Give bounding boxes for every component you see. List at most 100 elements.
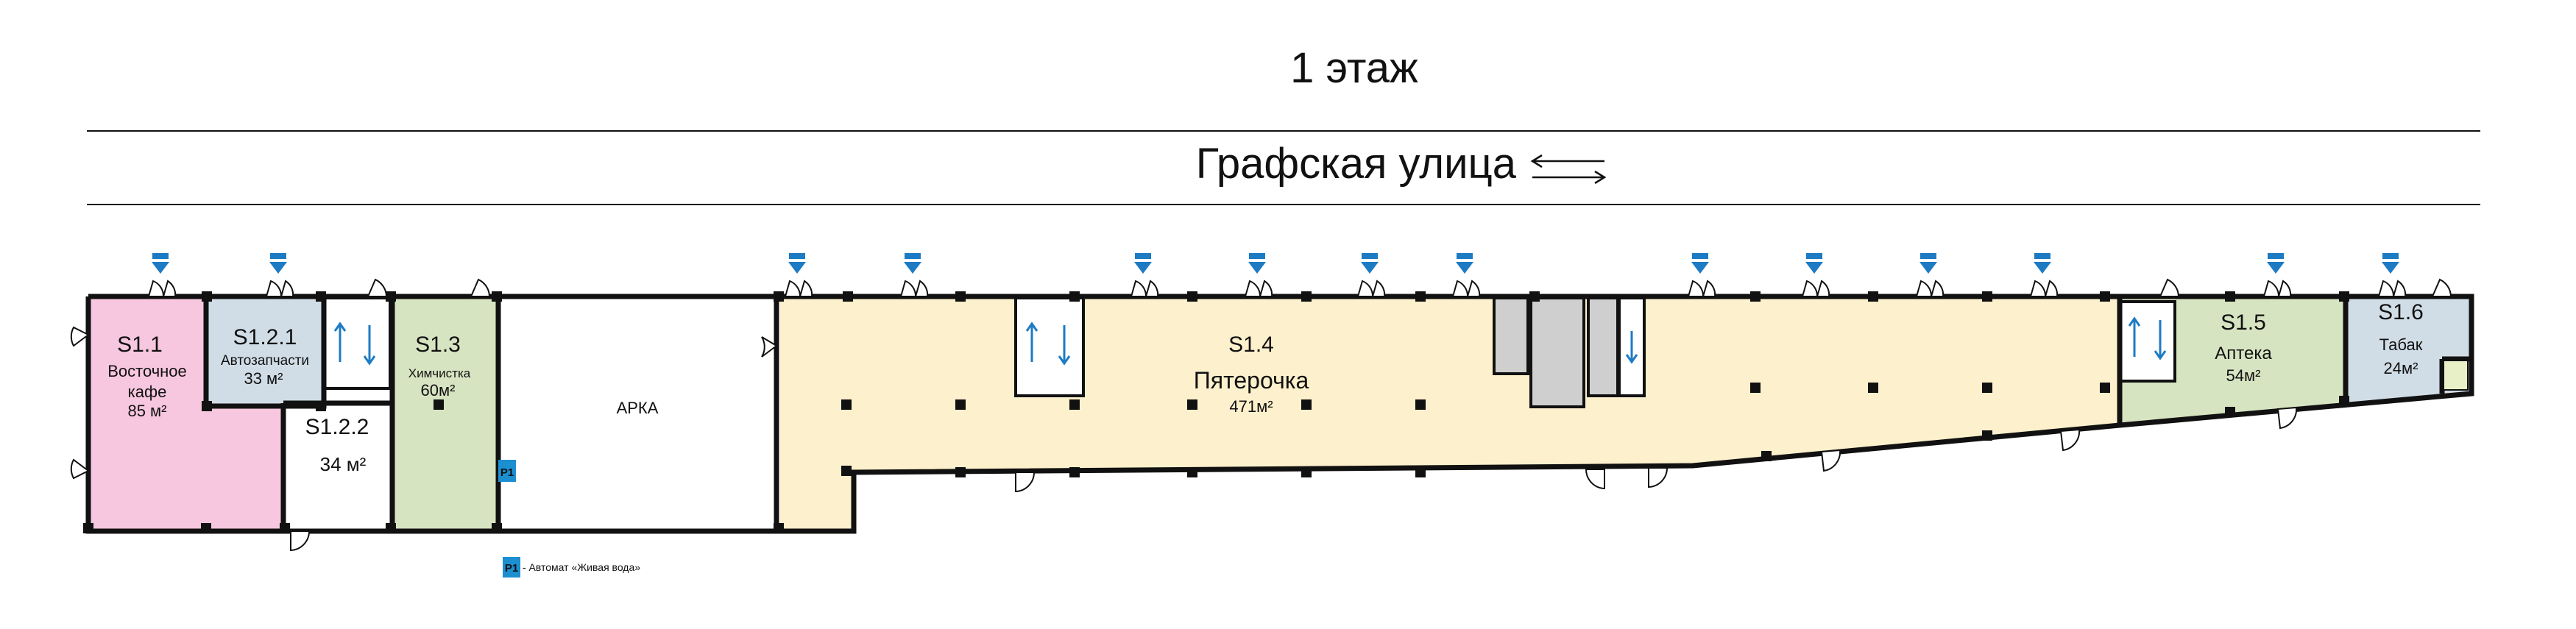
legend-swatch	[503, 557, 520, 578]
entrance-door	[1687, 280, 1716, 297]
column-marker	[1982, 383, 1992, 393]
column-marker	[1750, 291, 1761, 302]
unit-name: Аптека	[2215, 344, 2272, 363]
entrance-arrow-icon	[1691, 253, 1709, 274]
door-s1-4-b2	[1585, 469, 1605, 490]
column-marker	[841, 399, 852, 410]
door-stair-right	[2159, 278, 2180, 297]
entrance-markers	[147, 253, 2407, 297]
entrance-arrow-icon	[1456, 253, 1473, 274]
unit-s1-5-area	[2121, 298, 2344, 425]
unit-area: 24м²	[2384, 359, 2418, 377]
door-stair-left	[367, 278, 388, 297]
door-arch	[761, 336, 778, 358]
floor-title: 1 этаж	[1290, 44, 1418, 92]
unit-id: S1.1	[117, 333, 163, 357]
column-marker	[955, 399, 966, 410]
column-marker	[316, 291, 326, 302]
door-s1-1-b	[70, 458, 90, 480]
unit-name-line2: кафе	[128, 383, 167, 401]
unit-area: 54м²	[2226, 366, 2261, 385]
vending-code: P1	[500, 466, 514, 479]
entrance-arrow-icon	[1805, 253, 1823, 274]
unit-id: S1.2.1	[233, 325, 297, 349]
unit-s1-4-area	[780, 298, 2120, 530]
column-marker	[1301, 399, 1312, 410]
door-s1-6	[2431, 278, 2452, 297]
door-s1-3	[470, 278, 491, 297]
unit-id: S1.6	[2378, 300, 2424, 324]
entrance-door	[2262, 280, 2292, 297]
door-s1-4-b1	[1015, 472, 1036, 493]
column-marker	[280, 523, 290, 533]
door-s1-4-b4	[1820, 449, 1841, 472]
unit-area: 471м²	[1229, 397, 1273, 416]
unit-id: S1.4	[1228, 333, 1274, 357]
unit-area: 85 м²	[127, 402, 166, 420]
entrance-door	[1356, 280, 1386, 297]
unit-s1-3-area	[392, 298, 497, 530]
entrance-arrow-icon	[2034, 253, 2051, 274]
entrance-door	[265, 280, 294, 297]
entrance-door	[784, 280, 813, 297]
legend-code: P1	[505, 562, 518, 575]
entrance-door	[2377, 280, 2407, 297]
unit-name: Химчистка	[408, 366, 471, 380]
column-marker	[1187, 399, 1197, 410]
column-marker	[434, 399, 444, 410]
unit-s1-1: S1.1 Восточное кафе 85 м²	[107, 333, 187, 420]
unit-s1-2-2: S1.2.2 34 м²	[305, 415, 369, 475]
column-marker	[774, 291, 784, 302]
entrance-arrow-icon	[1134, 253, 1152, 274]
legend-text: - Автомат «Живая вода»	[523, 561, 640, 573]
unit-name: АРКА	[617, 399, 659, 417]
entrance-arrow-icon	[2382, 253, 2399, 274]
legend: P1 - Автомат «Живая вода»	[503, 557, 640, 578]
door-s1-2-2	[290, 530, 311, 552]
column-marker	[83, 523, 93, 533]
column-marker	[841, 466, 852, 476]
column-marker	[202, 291, 212, 302]
column-marker	[2100, 383, 2110, 393]
stair-arrows	[333, 316, 2167, 366]
column-marker	[1868, 383, 1878, 393]
column-marker	[2339, 291, 2349, 302]
column-marker	[386, 523, 396, 533]
column-marker	[1415, 399, 1426, 410]
door-s1-5	[2276, 406, 2298, 430]
unit-id: S1.2.2	[305, 415, 369, 439]
stair-right	[2118, 300, 2176, 383]
entrance-arrow-icon	[2267, 253, 2285, 274]
service-room-1	[1493, 296, 1529, 375]
entrance-door	[1451, 280, 1481, 297]
unit-area: 34 м²	[320, 453, 367, 475]
column-marker	[1069, 399, 1080, 410]
entrance-arrow-icon	[1248, 253, 1266, 274]
entrance-door	[1244, 280, 1273, 297]
column-marker	[955, 291, 966, 302]
entrance-arrow-icon	[788, 253, 806, 274]
street-name: Графская улица	[1196, 140, 1517, 188]
column-marker	[1415, 291, 1426, 302]
unit-arch: АРКА	[617, 399, 659, 417]
unit-s1-2-1-area	[208, 298, 322, 406]
column-markers	[83, 291, 2349, 533]
entrance-door	[899, 280, 929, 297]
service-room-2	[1529, 296, 1585, 408]
unit-s1-2-1: S1.2.1 Автозапчасти 33 м²	[221, 325, 309, 388]
column-marker	[1982, 430, 1992, 441]
entrance-arrow-icon	[1361, 253, 1379, 274]
column-marker	[1415, 467, 1426, 477]
unit-id: S1.5	[2221, 310, 2266, 335]
entrance-arrow-icon	[1919, 253, 1937, 274]
column-marker	[1187, 291, 1197, 302]
stair-center	[1014, 296, 1085, 397]
stair-left	[322, 296, 392, 390]
unit-name: Пятерочка	[1194, 367, 1309, 394]
column-marker	[2225, 291, 2235, 302]
service-room-3	[1587, 296, 1619, 397]
entrance-door	[1130, 280, 1159, 297]
column-marker	[1529, 291, 1540, 302]
column-marker	[2225, 407, 2235, 417]
